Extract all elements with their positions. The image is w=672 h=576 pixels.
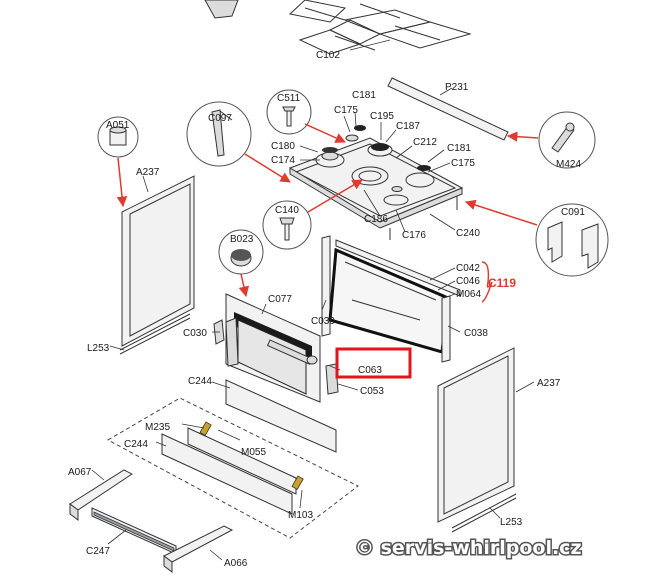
label-c511: C511 [277, 93, 301, 104]
label-c053: C053 [360, 386, 384, 397]
label-m055: M055 [241, 447, 266, 458]
label-c039: C039 [311, 316, 335, 327]
label-c042: C042 [456, 263, 480, 274]
label-a237-left: A237 [136, 167, 160, 178]
callout-c140[interactable] [262, 179, 363, 250]
label-c212: C212 [413, 137, 437, 148]
label-c244-top: C244 [188, 376, 212, 387]
callout-c097[interactable] [186, 101, 291, 183]
label-c240: C240 [456, 228, 480, 239]
label-c186: C186 [364, 214, 388, 225]
label-c046: C046 [456, 276, 480, 287]
label-c077: C077 [268, 294, 292, 305]
part-hob-top[interactable] [288, 111, 464, 240]
part-side-panel-left-a237[interactable] [109, 175, 195, 355]
label-c181-right: C181 [447, 143, 471, 154]
label-c174: C174 [271, 155, 295, 166]
part-door-glass-c119[interactable] [321, 235, 493, 363]
label-l253-right: L253 [500, 517, 523, 528]
knob-top-left[interactable] [204, 0, 239, 19]
callout-c511[interactable] [266, 89, 346, 143]
label-c244-bottom: C244 [124, 439, 148, 450]
part-labels: C102 P231 A051 C097 C511 C181 C175 C195 … [68, 50, 585, 569]
part-grid-c102[interactable] [204, 0, 472, 55]
part-plinth[interactable] [69, 469, 234, 573]
label-c030: C030 [183, 328, 207, 339]
label-m064: M064 [456, 289, 481, 300]
part-side-panel-right-a237[interactable] [437, 347, 535, 533]
label-group-c119: C119 [488, 276, 516, 290]
callout-a051[interactable] [97, 116, 139, 208]
highlight-box-c063[interactable] [335, 347, 412, 379]
label-c091: C091 [561, 207, 585, 218]
label-c181-top: C181 [352, 90, 376, 101]
label-b023: B023 [230, 234, 254, 245]
callout-c091[interactable] [465, 199, 609, 277]
burners [315, 125, 435, 206]
label-m235: M235 [145, 422, 170, 433]
label-a051: A051 [106, 120, 130, 131]
label-c102: C102 [316, 50, 340, 61]
label-c175-top: C175 [334, 105, 358, 116]
callout-m424[interactable] [506, 111, 596, 169]
label-c097: C097 [208, 113, 232, 124]
callout-b023[interactable] [218, 229, 264, 298]
watermark-text: © servis-whirlpool.cz [355, 537, 582, 559]
label-c063: C063 [358, 365, 382, 376]
part-panel-c244-top[interactable] [211, 379, 337, 453]
label-m424: M424 [556, 159, 581, 170]
label-c195: C195 [370, 111, 394, 122]
label-a066: A066 [224, 558, 248, 569]
label-a237-right: A237 [537, 378, 561, 389]
label-c175-right: C175 [451, 158, 475, 169]
label-c247: C247 [86, 546, 110, 557]
label-c176: C176 [402, 230, 426, 241]
label-c187: C187 [396, 121, 420, 132]
label-a067: A067 [68, 467, 92, 478]
label-c180: C180 [271, 141, 295, 152]
label-c038: C038 [464, 328, 488, 339]
label-l253-left: L253 [87, 343, 110, 354]
label-c140: C140 [275, 205, 299, 216]
part-back-strip-p231[interactable] [387, 77, 509, 141]
label-m103: M103 [288, 510, 313, 521]
drawer-group[interactable] [106, 397, 359, 539]
part-oven-door-c077[interactable] [212, 293, 359, 403]
label-p231: P231 [445, 82, 469, 93]
